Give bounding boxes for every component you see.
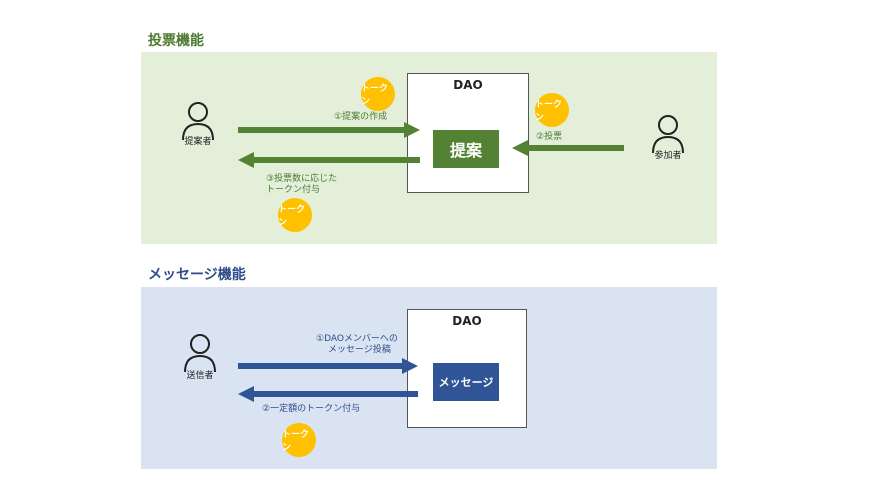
reward-arrow: [238, 152, 420, 168]
message-box: メッセージ: [433, 363, 499, 401]
proposal-box: 提案: [433, 130, 499, 168]
step3-label-line2: トークン付与: [266, 185, 321, 195]
step1-label: ①提案の作成: [334, 112, 388, 122]
message-post-arrow: [238, 358, 418, 374]
token-icon: トークン: [278, 198, 312, 232]
voting-section-title: 投票機能: [148, 33, 204, 49]
step2-label: ②投票: [536, 132, 563, 142]
sender-label: 送信者: [186, 371, 214, 381]
token-icon: トークン: [535, 93, 569, 127]
voting-dao-label: DAO: [453, 78, 483, 92]
message-reward-arrow: [238, 386, 418, 402]
person-icon: [652, 115, 684, 154]
vote-arrow: [512, 140, 624, 156]
msg-step2-label: ②一定額のトークン付与: [262, 404, 361, 414]
messaging-section-title: メッセージ機能: [148, 267, 246, 283]
participant-label: 参加者: [654, 151, 682, 161]
proposer-label: 提案者: [184, 137, 212, 147]
token-icon: トークン: [361, 77, 395, 111]
msg-step1-line1: ①DAOメンバーへの: [316, 334, 398, 344]
token-icon: トークン: [282, 423, 316, 457]
person-icon: [184, 334, 216, 373]
step3-label-line1: ③投票数に応じた: [266, 174, 338, 184]
proposal-arrow: [238, 122, 420, 138]
person-icon: [182, 102, 214, 141]
msg-step1-line2: メッセージ投稿: [328, 345, 391, 355]
messaging-dao-label: DAO: [452, 314, 482, 328]
